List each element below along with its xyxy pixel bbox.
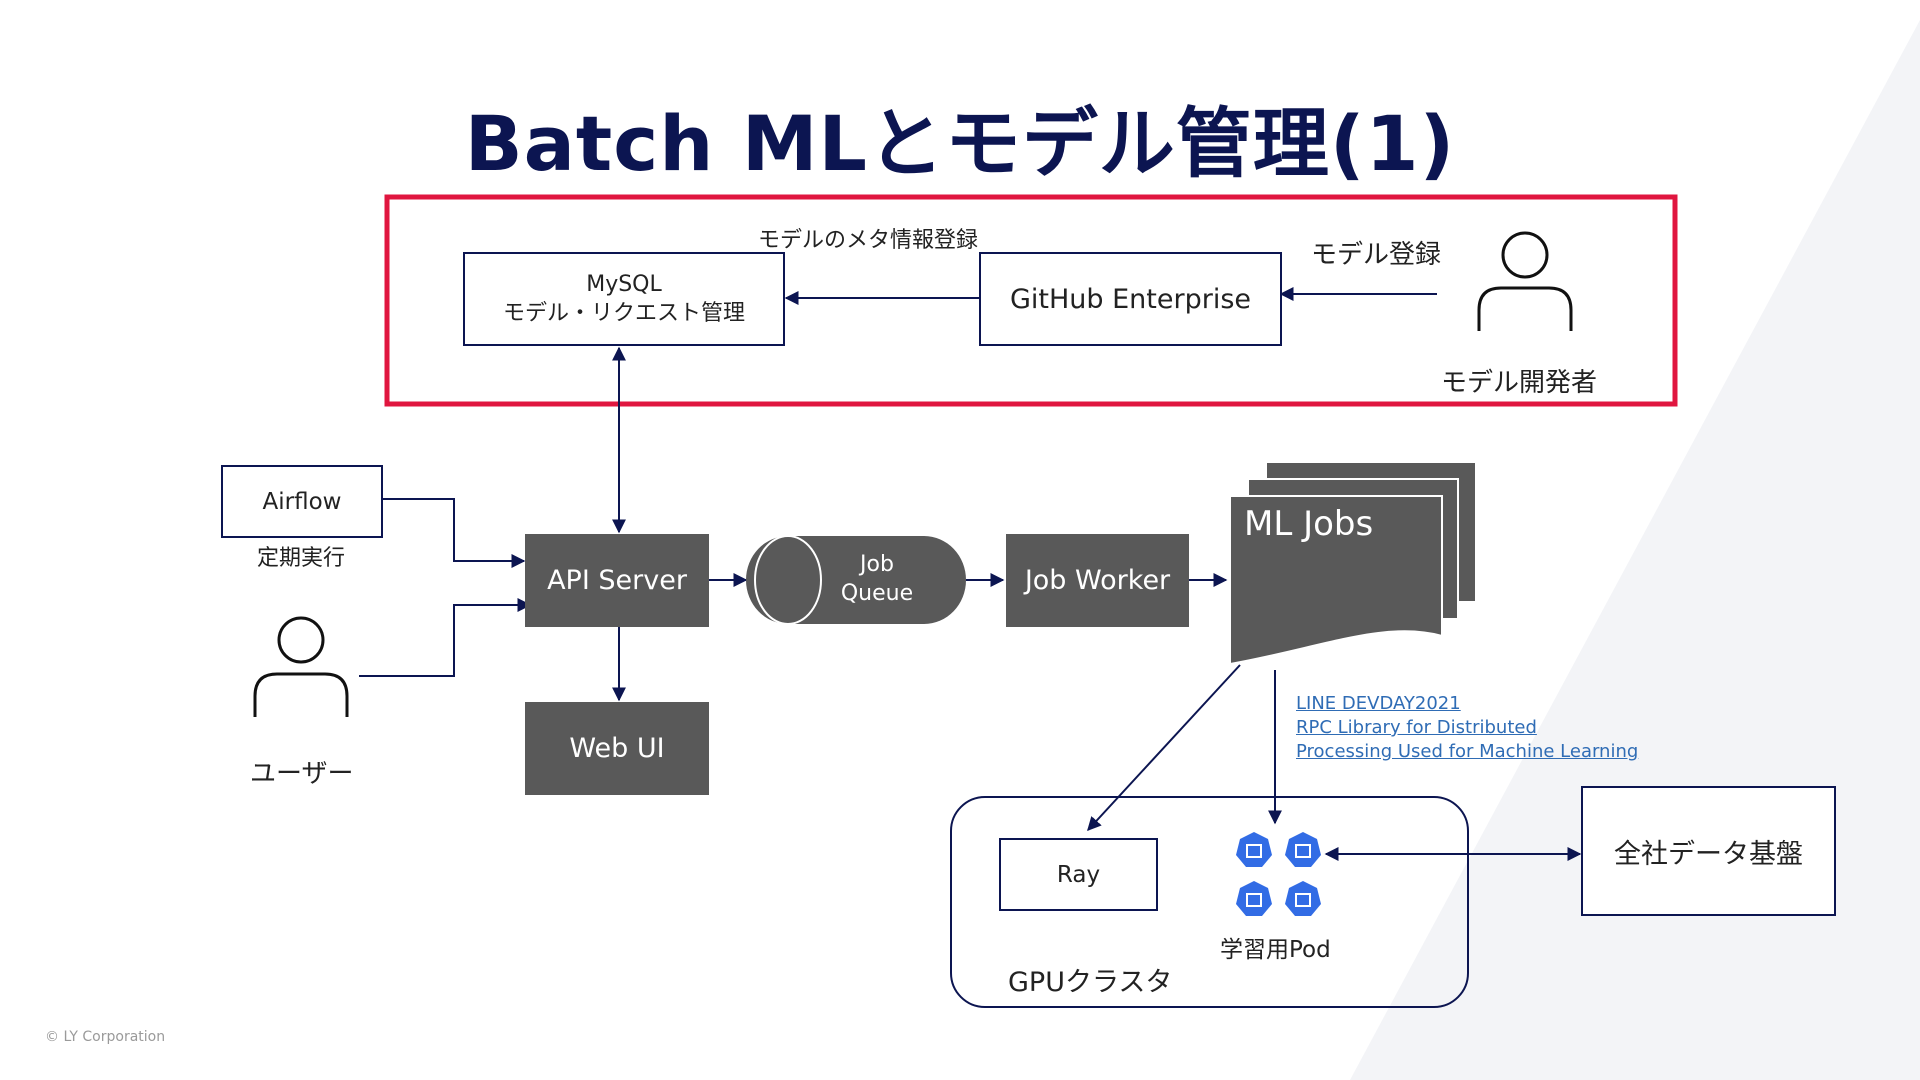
job-queue-label: Job Queue (822, 550, 932, 608)
user-person-icon (253, 616, 349, 717)
training-pod-label: 学習用Pod (1220, 937, 1331, 963)
arrow-user-to-api (359, 598, 532, 677)
data-platform-box: 全社データ基盤 (1581, 786, 1836, 916)
reference-link[interactable]: LINE DEVDAY2021 RPC Library for Distribu… (1296, 692, 1638, 764)
reference-link-line1[interactable]: LINE DEVDAY2021 (1296, 693, 1461, 714)
reference-link-line3[interactable]: Processing Used for Machine Learning (1296, 741, 1639, 762)
highlight-frame (384, 194, 1678, 407)
api-server-box: API Server (525, 534, 709, 627)
developer-person-icon (1477, 231, 1573, 331)
kubernetes-pod-icon (1285, 832, 1321, 867)
ml-jobs-label: ML Jobs (1244, 504, 1374, 544)
kubernetes-pod-icon (1236, 881, 1272, 916)
user-label: ユーザー (250, 759, 354, 789)
meta-register-label: モデルのメタ情報登録 (758, 228, 979, 253)
ml-jobs-stack (1229, 461, 1477, 666)
mysql-title: MySQL (586, 272, 662, 297)
mysql-box: MySQL モデル・リクエスト管理 (463, 252, 785, 346)
model-developer-label: モデル開発者 (1441, 368, 1598, 398)
ray-box: Ray (999, 838, 1158, 911)
job-queue-shape (746, 535, 966, 625)
gpu-cluster-frame (950, 796, 1469, 1008)
model-register-label: モデル登録 (1311, 240, 1442, 270)
job-queue-line1: Job (860, 552, 894, 577)
reference-link-line2[interactable]: RPC Library for Distributed (1296, 717, 1537, 738)
schedule-label: 定期実行 (257, 546, 346, 571)
copyright-footer: © LY Corporation (45, 1029, 166, 1045)
gpu-cluster-label: GPUクラスタ (1008, 967, 1173, 998)
github-enterprise-box: GitHub Enterprise (979, 252, 1282, 346)
arrow-mljobs-to-ray (1087, 664, 1241, 832)
kubernetes-pod-icons (1236, 832, 1321, 916)
airflow-box: Airflow (221, 465, 383, 538)
web-ui-box: Web UI (525, 702, 709, 795)
kubernetes-pod-icon (1285, 881, 1321, 916)
arrow-airflow-to-api (383, 498, 526, 568)
mysql-subtitle: モデル・リクエスト管理 (502, 301, 745, 326)
job-worker-box: Job Worker (1006, 534, 1189, 627)
kubernetes-pod-icon (1236, 832, 1272, 867)
job-queue-line2: Queue (840, 581, 914, 606)
slide-title: Batch MLとモデル管理(1) (464, 99, 1456, 188)
